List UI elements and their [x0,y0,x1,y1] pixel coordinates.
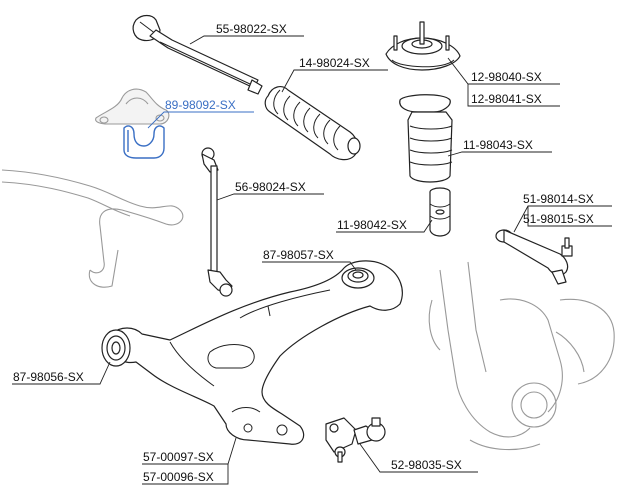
label-strut-mount-a: 12-98040-SX [471,70,542,84]
stabilizer-bushing-part [95,88,170,159]
leader-lines [12,35,612,485]
label-stabilizer-bushing: 89-98092-SX [165,98,236,112]
label-control-arm-a: 57-00097-SX [143,450,214,464]
label-steering-boot: 14-98024-SX [299,56,370,70]
label-rear-bushing: 87-98057-SX [263,248,334,262]
label-control-arm-b: 57-00096-SX [143,470,214,484]
label-stabilizer-link: 56-98024-SX [235,180,306,194]
stabilizer-bar-ghost [1,169,184,288]
label-tie-rod-end-a: 51-98014-SX [523,192,594,206]
steering-knuckle-ghost [428,261,615,451]
bump-stop-part [429,187,451,237]
label-tie-rod-end-b: 51-98015-SX [523,212,594,226]
dust-cover-part [399,94,453,183]
label-strut-mount-b: 12-98041-SX [471,92,542,106]
rear-bushing-part [341,267,375,289]
steering-boot-part [264,86,361,161]
ball-joint-part [325,417,386,463]
label-bump-stop: 11-98042-SX [337,218,407,232]
lower-control-arm-part [108,260,403,445]
label-dust-cover: 11-98043-SX [463,138,533,152]
tie-rod-part [132,14,263,95]
label-front-bushing: 87-98056-SX [13,370,84,384]
tie-rod-end-part [495,229,573,285]
strut-mount-part [385,21,461,71]
label-tie-rod: 55-98022-SX [216,22,287,36]
label-ball-joint: 52-98035-SX [391,458,462,472]
stabilizer-link-part [201,147,233,297]
front-bushing-part [101,329,131,367]
part-labels: 55-98022-SX 14-98024-SX 12-98040-SX 12-9… [13,22,594,484]
